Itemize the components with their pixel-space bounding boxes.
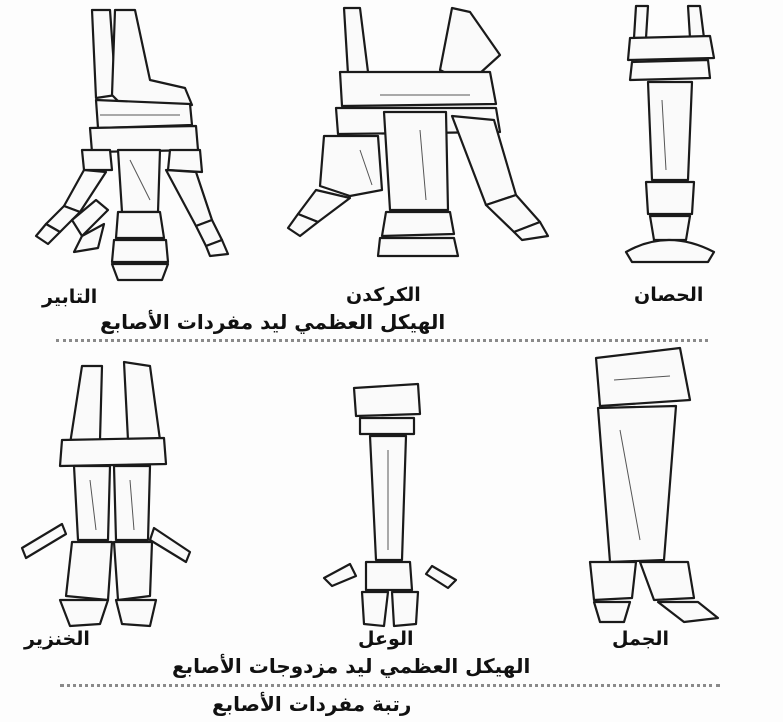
label-horse: الحصان (634, 284, 703, 306)
label-rhino: الكركدن (346, 284, 421, 306)
horse-skeleton (626, 6, 714, 262)
tapir-skeleton (36, 10, 228, 280)
label-pig: الخنزير (24, 628, 90, 650)
caption-top: الهيكل العظمي ليد مفردات الأصابع (100, 310, 445, 334)
caption-bottom: الهيكل العظمي ليد مزدوجات الأصابع (172, 654, 530, 678)
divider-bottom (60, 684, 720, 687)
rhino-skeleton (288, 8, 548, 256)
caption-footer: رتبة مفردات الأصابع (212, 692, 411, 716)
pig-skeleton (22, 362, 190, 626)
label-camel: الجمل (612, 628, 669, 650)
divider-top (56, 339, 708, 342)
camel-skeleton (590, 348, 718, 622)
deer-skeleton (324, 384, 456, 626)
label-tapir: التابير (42, 286, 97, 308)
label-deer: الوعل (358, 628, 414, 650)
